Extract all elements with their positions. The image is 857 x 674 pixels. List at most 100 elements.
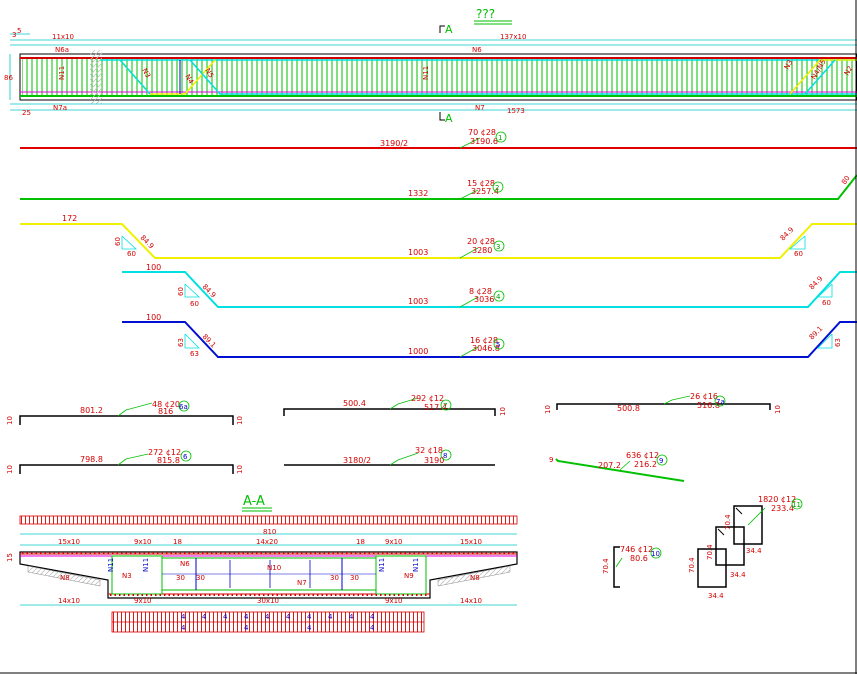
stack-label-9: 4 [370,613,375,621]
stack-label-7: 4 [328,613,333,621]
section-side-dim: 15 [6,553,14,562]
bar-7a-end-left: 10 [544,405,552,414]
section-mark-top: A [445,23,453,36]
bar-5: 100 1000 89.1 63 63 89.1 63 16 ¢28 3046.… [122,313,857,358]
bar-3-hook-left: 84.9 [139,234,156,251]
stack-label-1: 4 [202,613,207,621]
bar-3-spec: 20 ¢28 [467,237,495,246]
bar-6-num: 6 [183,453,188,461]
bar-10: 70.4 746 ¢12 80.6 10 [602,545,662,588]
bar-11-dim-b3: 34.4 [708,592,724,600]
stack-label-10: 4 [181,624,186,632]
section-lower-dim-0: 14x10 [58,597,80,605]
section-mark-bottom: A [445,112,453,125]
stack-label-6: 4 [307,613,312,621]
drawing-title: ??? [474,7,512,25]
bar-3: 172 1003 84.9 60 60 84.9 60 20 ¢28 3280 … [20,214,857,259]
bar-11-dim-a2: 70.4 [706,544,714,560]
bar-11-spec: 1820 ¢12 [758,495,796,504]
bar-2-length: 3257.4 [471,187,499,196]
bar-7-num: 7 [443,402,447,410]
bar-10-num: 10 [651,550,660,558]
bar-6-end-left: 10 [6,465,14,474]
stack-label-3: 4 [244,613,249,621]
section-label-n11-a: N11 [107,558,115,572]
bar-5-dim-left: 100 [146,313,161,322]
section-dim-0: 15x10 [58,538,80,546]
title-text: ??? [476,7,495,21]
dim-11x10: 11x10 [52,33,74,41]
stack-label-0: 4 [181,613,186,621]
dim-86: 86 [4,74,13,82]
bar-7a-end-right: 10 [774,405,782,414]
bar-10-length: 80.6 [630,554,648,563]
dim-25: 25 [22,109,31,117]
bar-7a-length: 516.8 [697,401,720,410]
bar-6-end-right: 10 [236,465,244,474]
bar-7-end: 10 [499,407,507,416]
section-dim-2: 18 [173,538,182,546]
bar-2-num: 2 [495,184,499,192]
section-label-n11-c: N11 [378,558,386,572]
bar-3-hook-left-h: 60 [114,237,122,246]
bar-7-dim: 500.4 [343,399,366,408]
stack-label-12: 4 [307,624,312,632]
section-label-n8-left: N8 [60,574,70,582]
section-lower-dim-2: 30x10 [257,597,279,605]
bar-6a-dim: 801.2 [80,406,103,415]
stack-label-8: 4 [349,613,354,621]
section-label-n7: N7 [297,579,307,587]
bar-11-dim-b2: 34.4 [730,571,746,579]
label-n6a: N6a [55,46,69,54]
bar-9-spec: 636 ¢12 [626,451,659,460]
bar-2-dim: 1332 [408,189,428,198]
bar-9-num: 9 [659,457,663,465]
stack-label-4: 4 [265,613,270,621]
bar-2-end-dim: 80 [840,174,852,186]
bar-6-spec: 272 ¢12 [148,448,181,457]
dim-5: 5 [17,27,21,35]
bar-3-hook-right: 84.9 [779,226,796,243]
bar-6-dim: 798.8 [80,455,103,464]
bar-11-dim-a1: 70.4 [724,514,732,530]
bar-3-dim-mid: 1003 [408,248,428,257]
section-dim-3: 14x20 [256,538,278,546]
bar-4-hook-right: 84.9 [808,275,825,292]
bar-3-hook-right-w: 60 [794,250,803,258]
bar-6a-num: 6a [179,403,188,411]
section-dim-5: 9x10 [385,538,403,546]
bar-4-num: 4 [496,293,501,301]
bar-11: 1820 ¢12 233.4 11 70.4 70.4 70.4 34.4 34… [688,495,803,600]
section-a-a: A-A 810 15x10 9x10 18 14x20 18 9x10 15x1… [6,494,518,633]
section-stack-labels: 4 4 4 4 4 4 4 4 4 4 4 4 4 4 [181,613,375,632]
stack-label-11: 4 [244,624,249,632]
bar-2: 1332 15 ¢28 3257.4 2 80 [20,174,857,200]
bar-4: 100 1003 84.9 60 60 84.9 60 8 ¢28 3036 4 [122,263,857,308]
section-label-n9: N9 [404,572,414,580]
bar-6a: 801.2 48 ¢20 816 6a 10 10 [6,400,244,425]
dim-3: 3 [12,31,16,39]
section-inner-dim-0: 30 [176,574,185,582]
bar-5-hook-right-w: 63 [834,338,842,347]
bar-4-length: 3036 [474,295,494,304]
bar-8-spec: 32 ¢18 [415,446,443,455]
bar-7a-spec: 26 ¢16 [690,392,718,401]
section-dim-4: 18 [356,538,365,546]
bar-1-num: 1 [498,134,502,142]
bar-6a-end-right: 10 [236,416,244,425]
section-top-dim: 810 [263,528,276,536]
label-n5-left: N5 [203,67,215,79]
bar-5-spec: 16 ¢28 [470,336,498,345]
bar-1-dim: 3190/2 [380,139,408,148]
bar-4-dim-mid: 1003 [408,297,428,306]
bar-3-length: 3280 [472,246,492,255]
section-label-n10: N10 [267,564,281,572]
bar-8: 3180/2 32 ¢18 3190 8 [284,446,495,466]
bar-8-length: 3190 [424,456,444,465]
bar-7-length: 517.4 [424,403,447,412]
section-label-n8-right: N8 [470,574,480,582]
label-n2: N2 [843,65,855,77]
bar-4-dim-left: 100 [146,263,161,272]
bar-6a-spec: 48 ¢20 [152,400,180,409]
bar-5-num: 5 [496,341,500,349]
